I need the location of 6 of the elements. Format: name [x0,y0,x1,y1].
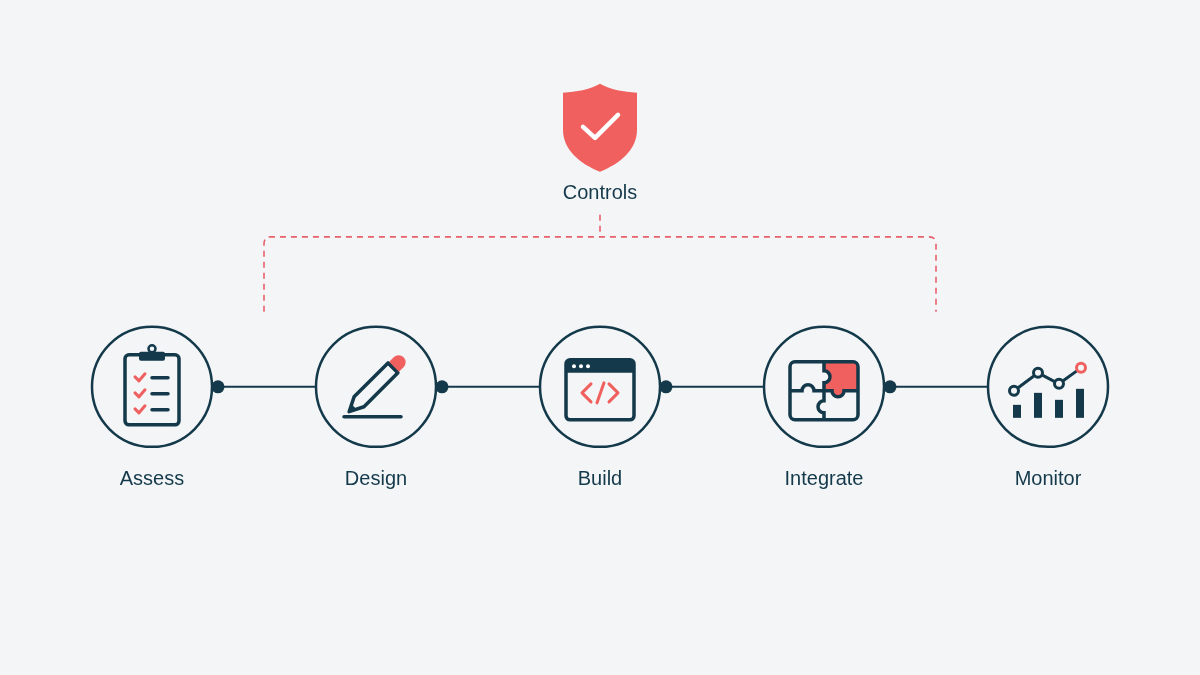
step-label: Monitor [1014,465,1082,491]
step-label: Build [577,465,623,491]
heading-label: Controls [562,179,638,205]
step-label: Design [344,465,408,491]
step-label: Assess [119,465,185,491]
step-label: Integrate [784,465,864,491]
